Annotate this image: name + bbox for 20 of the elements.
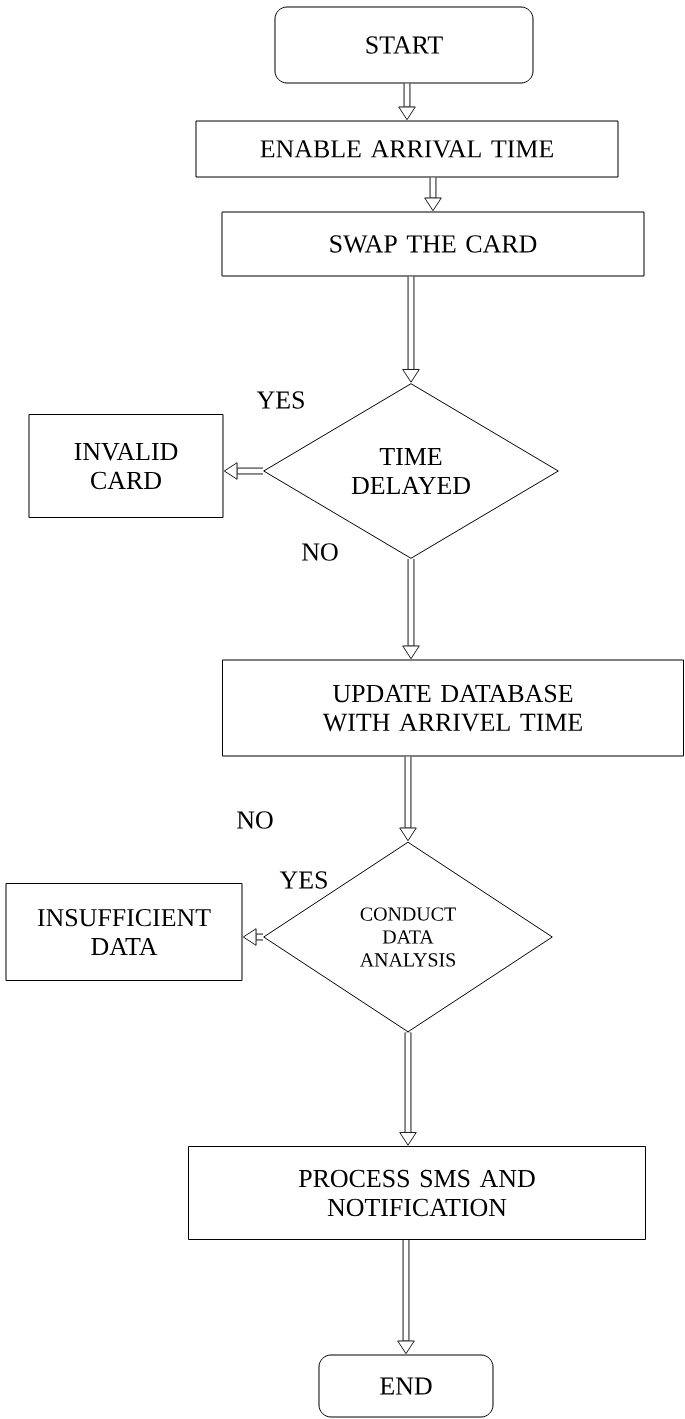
process-box: ENABLE ARRIVAL TIME xyxy=(195,120,619,178)
branch-label: NO xyxy=(237,811,273,829)
terminal-box: END xyxy=(318,1354,494,1418)
arrow xyxy=(397,1240,415,1355)
arrow xyxy=(402,559,420,660)
branch-label: YES xyxy=(279,871,327,889)
terminal-box: START xyxy=(274,6,534,84)
process-box: PROCESS SMS AND NOTIFICATION xyxy=(188,1146,646,1240)
process-box: INVALID CARD xyxy=(28,414,224,518)
arrow xyxy=(223,462,263,480)
arrow xyxy=(242,928,263,946)
arrow xyxy=(399,1032,417,1146)
process-box: UPDATE DATABASE WITH ARRIVEL TIME xyxy=(222,659,684,757)
arrow xyxy=(399,756,417,842)
arrow xyxy=(424,177,442,212)
process-box: SWAP THE CARD xyxy=(221,211,645,277)
arrow xyxy=(398,83,416,121)
process-box: INSUFFICIENT DATA xyxy=(5,883,243,981)
arrow xyxy=(402,276,420,383)
branch-label: NO xyxy=(302,543,338,561)
